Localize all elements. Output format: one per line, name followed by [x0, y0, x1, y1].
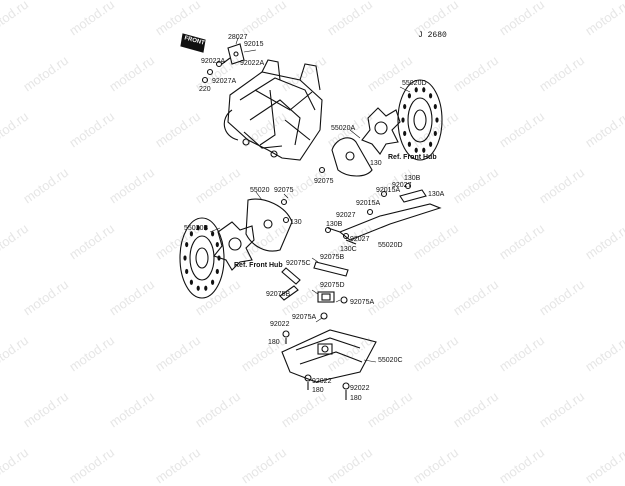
disc-hole [183, 255, 187, 261]
part-label-92022-1: 92022 [270, 321, 290, 328]
disc-hole [422, 147, 426, 153]
brake-disc-left [179, 217, 225, 299]
disc-holes-upper [401, 87, 439, 153]
diagram-drawing [179, 33, 443, 400]
ref-label-front-hub-lower: Ref. Front Hub [234, 262, 283, 269]
disc-hole [403, 103, 407, 110]
part-label-55020c: 55020C [378, 357, 403, 364]
part-label-92075-upper: 92075 [314, 178, 334, 185]
hub-left [213, 221, 255, 271]
strip-92075b [313, 261, 349, 277]
part-label-130a: 130A [428, 191, 445, 198]
part-label-92027-mid: 92027 [336, 212, 356, 219]
skid-plate-55020c [281, 329, 377, 383]
part-label-55020: 55020 [250, 187, 270, 194]
part-label-92075b-2: 92075B [266, 291, 291, 298]
disc-hole [196, 225, 200, 231]
part-label-92075-lower: 92075 [274, 187, 294, 194]
disc-hole [433, 130, 437, 137]
part-label-92075a-1: 92075A [350, 299, 375, 306]
disc-55020a [331, 137, 373, 177]
part-label-130b-lower: 130B [326, 221, 343, 228]
leader-lines [209, 37, 411, 363]
disc-holes-left [183, 225, 221, 291]
part-label-92027-lower: 92027 [350, 236, 370, 243]
bracket-28027 [201, 43, 245, 84]
part-label-220: 220 [199, 86, 211, 93]
disc-hole [215, 268, 219, 275]
disc-hole [414, 147, 418, 153]
disc-hole [189, 231, 194, 237]
part-label-180-3: 180 [350, 395, 362, 402]
ref-label-front-hub-upper: Ref. Front Hub [388, 154, 437, 161]
part-label-55020d-lower: 55020D [378, 242, 403, 249]
disc-hole [401, 117, 405, 123]
disc-hole [428, 93, 433, 99]
disc-hole [407, 141, 412, 147]
disc-hole [204, 285, 208, 291]
figure-code: J 2680 [418, 31, 447, 40]
part-label-92022-2: 92022 [312, 378, 332, 385]
disc-hole [196, 285, 200, 291]
part-label-55020a: 55020A [331, 125, 356, 132]
disc-hole [433, 103, 437, 110]
part-label-180-2: 180 [312, 387, 324, 394]
part-label-92022a-1: 92022A [201, 58, 226, 65]
disc-hole [428, 141, 433, 147]
front-arrow-icon [180, 33, 206, 53]
disc-hole [407, 93, 412, 99]
disc-hole [210, 279, 215, 285]
strip-92075c [281, 267, 301, 285]
part-label-92027-upper: 92027 [392, 182, 412, 189]
part-label-130c: 130C [340, 246, 357, 253]
disc-hole [189, 279, 194, 285]
disc-hole [185, 268, 189, 275]
part-label-92015: 92015 [244, 41, 264, 48]
part-label-92027a: 92027A [212, 78, 237, 85]
part-label-180-1: 180 [268, 339, 280, 346]
spacer-92075d [317, 291, 335, 303]
part-label-55020b: 55020B [184, 225, 209, 232]
strip-92075b-2 [279, 285, 299, 301]
part-label-55020d-upper: 55020D [402, 80, 427, 87]
disc-hole [204, 225, 208, 231]
part-label-28027: 28027 [228, 34, 248, 41]
part-label-130-lower: 130 [290, 219, 302, 226]
disc-hole [185, 241, 189, 248]
frame [223, 59, 323, 161]
part-label-130b-upper: 130B [404, 175, 421, 182]
part-label-92075c: 92075C [286, 260, 311, 267]
part-label-92015a-upper: 92015A [376, 187, 401, 194]
part-label-92022-3: 92022 [350, 385, 370, 392]
disc-hole [414, 87, 418, 93]
part-label-92022a-2: 92022A [240, 60, 265, 67]
part-label-92075b-1: 92075B [320, 254, 345, 261]
part-label-92075d: 92075D [320, 282, 345, 289]
hub-upper [361, 107, 401, 155]
disc-hole [435, 117, 439, 123]
disc-hole [403, 130, 407, 137]
disc-hole [215, 241, 219, 248]
part-label-92075a-2: 92075A [292, 314, 317, 321]
disc-hole [422, 87, 426, 93]
part-label-92015a-lower: 92015A [356, 200, 381, 207]
disc-55020 [245, 198, 293, 252]
disc-hole [210, 231, 215, 237]
brake-disc-upper [397, 79, 443, 161]
part-label-130-upper: 130 [370, 160, 382, 167]
